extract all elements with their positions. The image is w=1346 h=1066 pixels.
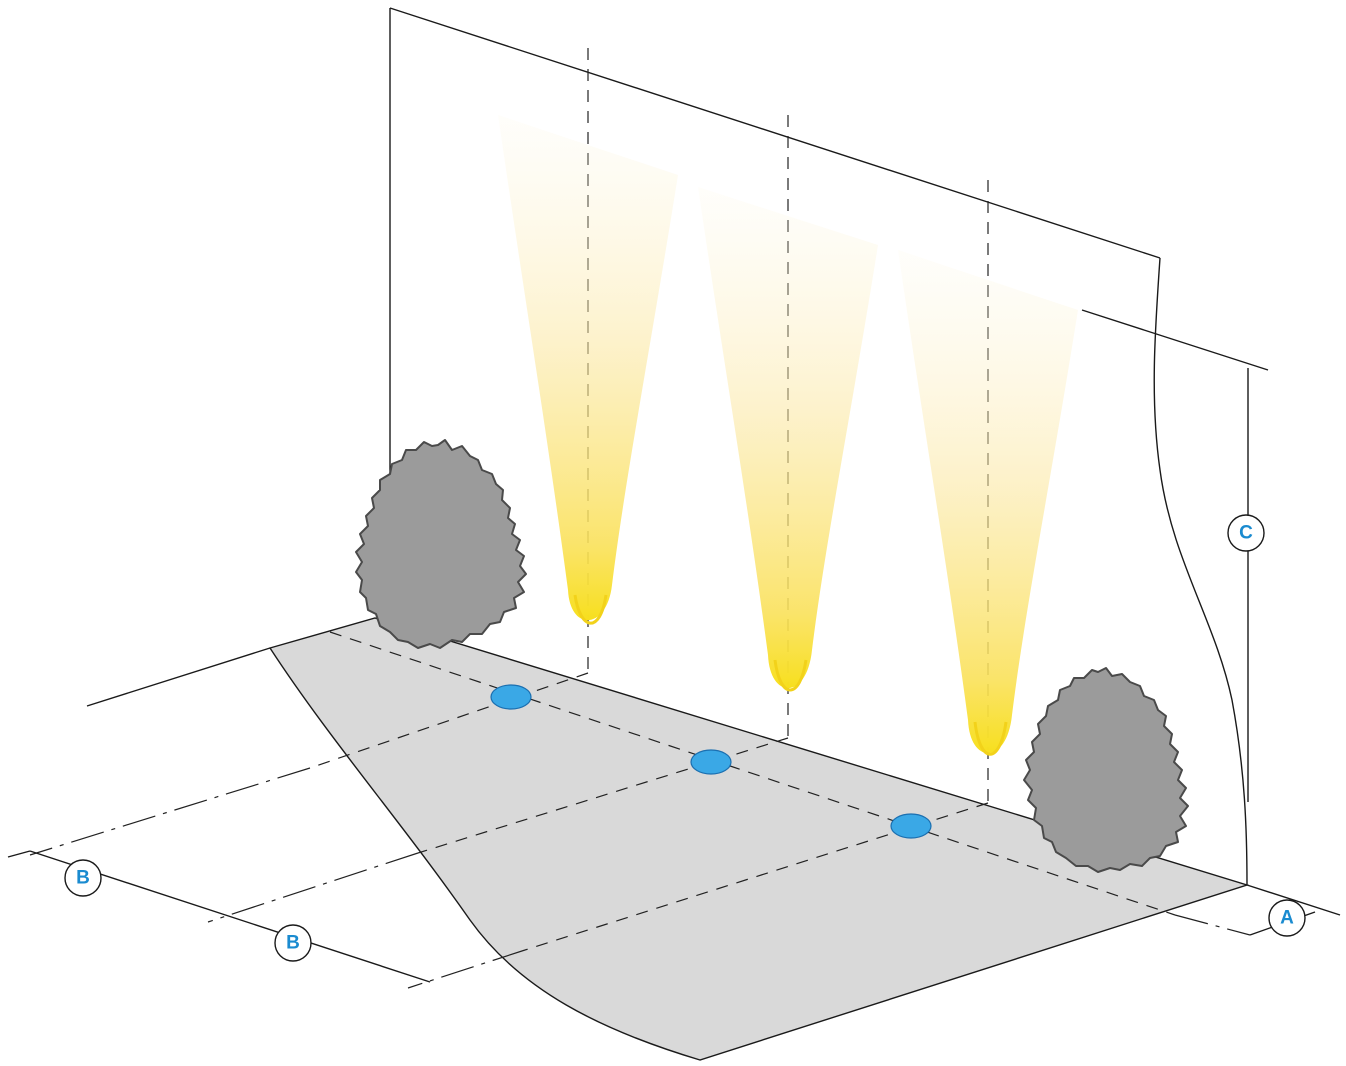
label-a: A [1280, 908, 1294, 929]
uplight-1 [490, 684, 532, 710]
label-b-1: B [76, 868, 90, 889]
layout-guide-lines [29, 631, 1251, 989]
light-beam-1 [498, 115, 678, 621]
ground-plane [268, 617, 1250, 1061]
dimension-b: B B [7, 850, 431, 983]
shrub-right [1023, 667, 1189, 873]
uplight-3 [890, 813, 932, 839]
dimension-a: A [1246, 884, 1341, 937]
shrub-left [355, 439, 527, 649]
light-beam-2 [698, 187, 878, 689]
label-b-2: B [286, 933, 300, 954]
floor-edge-extension [86, 647, 271, 707]
light-beam-3 [898, 250, 1078, 754]
light-beams [498, 115, 1078, 756]
uplight-2 [690, 749, 732, 775]
label-c: C [1239, 523, 1253, 544]
dimension-c: C [1081, 309, 1269, 802]
